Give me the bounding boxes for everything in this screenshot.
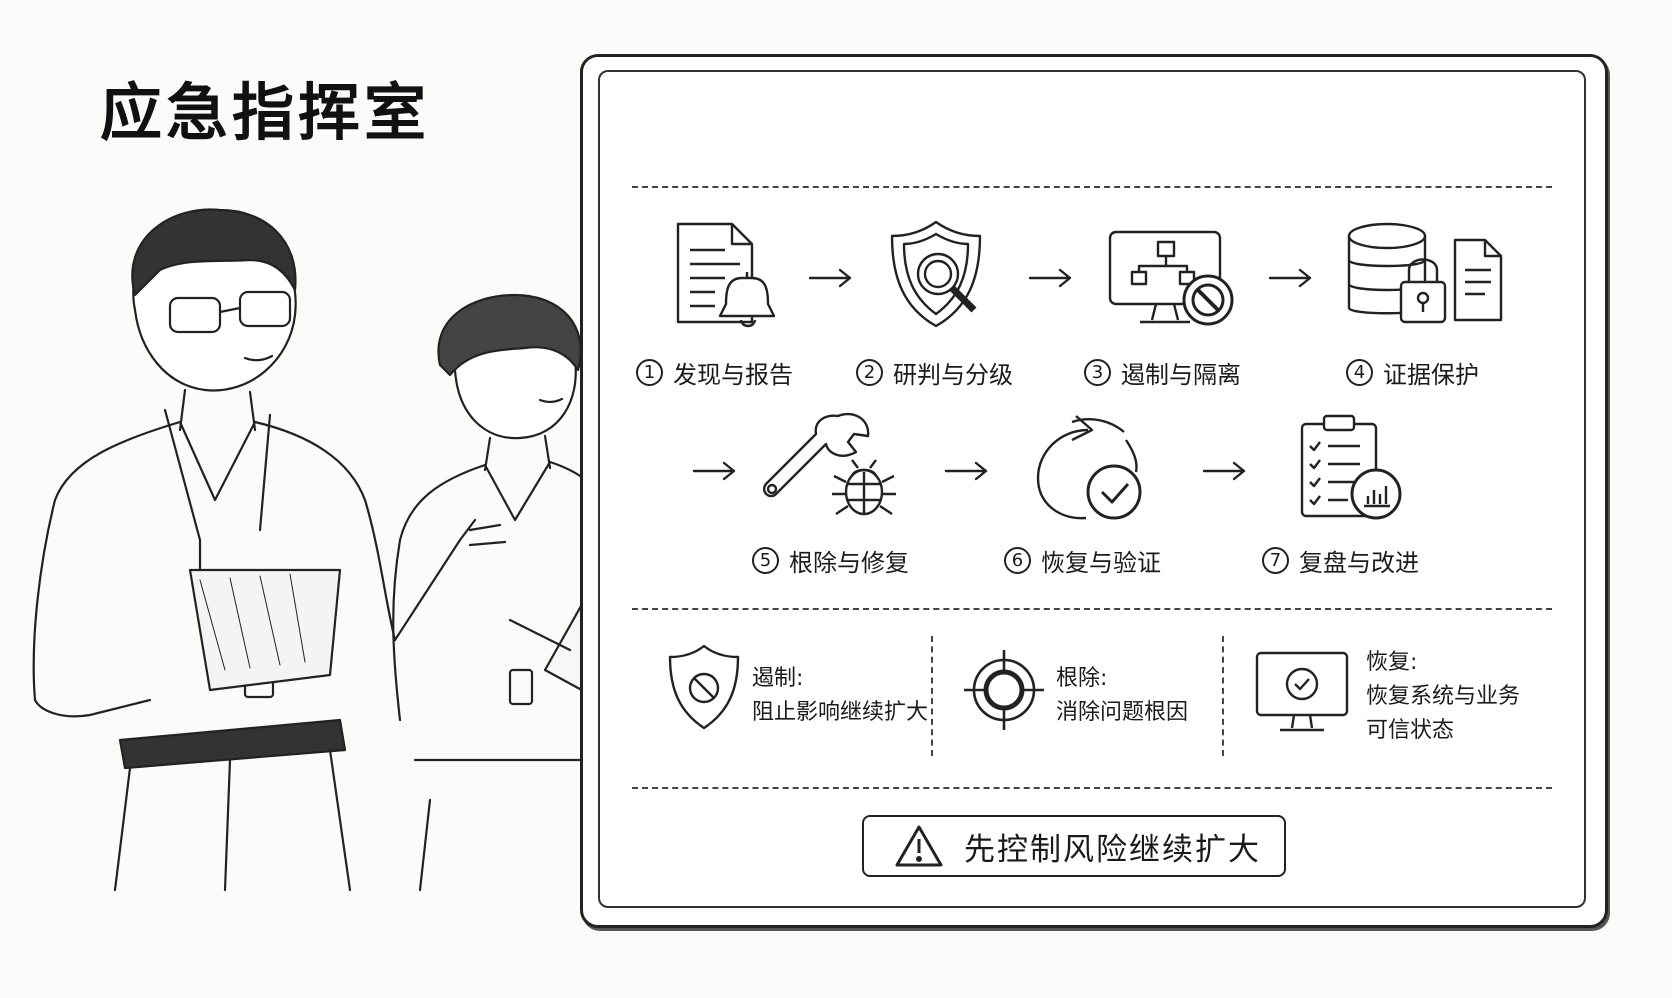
- arrow-icon: [1028, 268, 1072, 288]
- document-bell-icon: [676, 222, 776, 328]
- step-4-label: 4 证据保护: [1346, 355, 1479, 390]
- step-3-label: 3 遏制与隔离: [1084, 355, 1241, 390]
- step-number: 7: [1262, 547, 1289, 574]
- arrow-icon: [1202, 461, 1246, 481]
- step-2-label: 2 研判与分级: [856, 355, 1013, 390]
- info-desc: 阻止影响继续扩大: [752, 700, 929, 725]
- info-divider: [1222, 636, 1224, 756]
- step-7-label: 7 复盘与改进: [1262, 543, 1419, 578]
- info-title: 遏制:: [752, 666, 804, 691]
- team-illustration: [32, 208, 642, 892]
- page-title: 应急指挥室: [100, 76, 431, 149]
- network-block-icon: [1108, 230, 1234, 326]
- step-6-label: 6 恢复与验证: [1004, 543, 1161, 578]
- monitor-check-icon: [1255, 651, 1349, 732]
- arrow-icon: [808, 268, 852, 288]
- crosshair-icon: [964, 650, 1044, 730]
- step-number: 2: [856, 359, 883, 386]
- step-text: 复盘与改进: [1299, 549, 1419, 577]
- step-text: 遏制与隔离: [1121, 361, 1241, 389]
- info-eradicate-text: 根除: 消除问题根因: [1056, 662, 1188, 730]
- info-divider: [931, 636, 933, 756]
- arrow-icon: [944, 461, 988, 481]
- step-text: 研判与分级: [893, 361, 1013, 389]
- info-desc: 恢复系统与业务: [1366, 684, 1521, 709]
- wrench-bug-icon: [762, 412, 896, 516]
- restore-check-icon: [1036, 415, 1142, 520]
- info-desc: 可信状态: [1366, 718, 1455, 743]
- board-inner-frame: [598, 70, 1586, 908]
- step-text: 恢复与验证: [1041, 549, 1161, 577]
- step-5-label: 5 根除与修复: [752, 543, 909, 578]
- warning-banner: 先控制风险继续扩大: [862, 815, 1286, 877]
- shield-magnifier-icon: [890, 220, 982, 328]
- step-number: 4: [1346, 359, 1373, 386]
- info-contain-text: 遏制: 阻止影响继续扩大: [752, 662, 928, 730]
- banner-text: 先控制风险继续扩大: [964, 831, 1261, 868]
- info-title: 恢复:: [1366, 650, 1418, 675]
- step-1-label: 1 发现与报告: [636, 355, 793, 390]
- step-text: 根除与修复: [789, 549, 909, 577]
- shield-block-icon: [668, 644, 740, 730]
- step-number: 5: [752, 547, 779, 574]
- divider-bottom: [632, 787, 1552, 789]
- info-desc: 消除问题根因: [1056, 700, 1189, 725]
- step-number: 3: [1084, 359, 1111, 386]
- arrow-icon: [692, 461, 736, 481]
- step-number: 1: [636, 359, 663, 386]
- info-title: 根除:: [1056, 666, 1108, 691]
- info-recover-text: 恢复: 恢复系统与业务 可信状态: [1366, 646, 1520, 748]
- step-text: 发现与报告: [673, 361, 793, 389]
- arrow-icon: [1268, 268, 1312, 288]
- divider-middle: [632, 608, 1552, 610]
- clipboard-chart-icon: [1300, 414, 1402, 520]
- step-text: 证据保护: [1383, 361, 1479, 389]
- database-lock-icon: [1347, 222, 1503, 324]
- divider-top: [632, 186, 1552, 188]
- warning-triangle-icon: [895, 825, 943, 867]
- step-number: 6: [1004, 547, 1031, 574]
